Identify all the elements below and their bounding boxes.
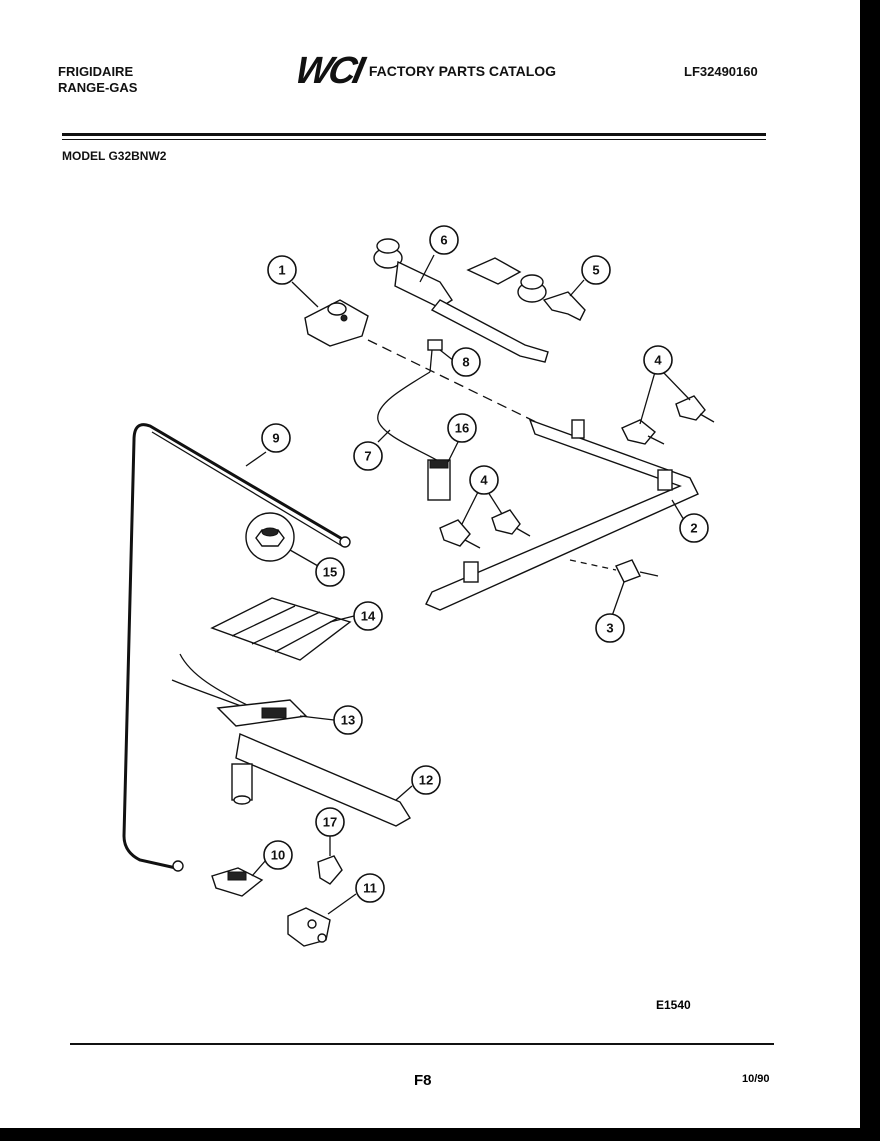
top-burner-right-part — [466, 257, 586, 321]
tube-fitting-bottom — [172, 860, 184, 872]
svg-text:15: 15 — [323, 565, 337, 580]
leader-line-4b — [662, 371, 691, 401]
leader-line-1 — [291, 281, 319, 308]
callout-1: 1 — [267, 255, 297, 285]
callout-4-lower: 4 — [469, 465, 499, 495]
igniter-part — [427, 339, 443, 373]
leader-line-5 — [569, 279, 585, 297]
catalog-number: LF32490160 — [684, 64, 758, 79]
product-type: RANGE-GAS — [58, 80, 138, 95]
burner-valve-upper-part — [621, 395, 715, 445]
leader-line-12 — [395, 785, 413, 801]
callout-15: 15 — [315, 557, 345, 587]
callout-2: 2 — [679, 513, 709, 543]
svg-text:4: 4 — [654, 353, 662, 368]
top-burner-left-part — [373, 238, 549, 363]
exploded-parts-diagram: 1 2 3 4 5 6 7 8 9 10 11 12 13 14 15 16 1… — [122, 225, 715, 947]
svg-text:9: 9 — [272, 431, 279, 446]
catalog-title: FACTORY PARTS CATALOG — [368, 63, 557, 79]
brand-block: FRIGIDAIRE RANGE-GAS — [58, 64, 137, 96]
callout-12: 12 — [411, 765, 441, 795]
svg-text:7: 7 — [364, 449, 371, 464]
igniter-wire-part — [377, 371, 441, 463]
callout-5: 5 — [581, 255, 611, 285]
catalog-header: WCI FACTORY PARTS CATALOG — [292, 50, 557, 92]
oven-burner-part — [231, 733, 411, 827]
tube-fitting-top — [339, 536, 351, 548]
svg-text:1: 1 — [278, 263, 285, 278]
svg-text:13: 13 — [341, 713, 355, 728]
leader-line-7 — [377, 429, 391, 443]
leader-line-4a — [639, 371, 656, 425]
callout-16: 16 — [447, 413, 477, 443]
parts-diagram-sheet: FRIGIDAIRE RANGE-GAS WCI FACTORY PARTS C… — [0, 0, 860, 1128]
svg-text:5: 5 — [592, 263, 599, 278]
oven-bracket-part — [211, 867, 264, 897]
gas-supply-tube-part — [122, 423, 345, 870]
pressure-regulator-part — [304, 299, 369, 347]
svg-text:6: 6 — [440, 233, 447, 248]
svg-text:2: 2 — [690, 521, 697, 536]
callout-13: 13 — [333, 705, 363, 735]
svg-text:4: 4 — [480, 473, 488, 488]
svg-text:12: 12 — [419, 773, 433, 788]
leader-line-4d — [487, 491, 503, 515]
model-number: MODEL G32BNW2 — [62, 149, 167, 163]
leader-line-2 — [671, 499, 685, 521]
revision-date: 10/90 — [742, 1073, 770, 1085]
brand-name: FRIGIDAIRE — [58, 64, 134, 79]
svg-text:10: 10 — [271, 848, 285, 863]
callout-14: 14 — [353, 601, 383, 631]
leader-line-4c — [461, 491, 479, 525]
callout-4-upper: 4 — [643, 345, 673, 375]
footer-rule — [70, 1043, 774, 1045]
callout-7: 7 — [353, 441, 383, 471]
callout-6: 6 — [429, 225, 459, 255]
callout-11: 11 — [355, 873, 385, 903]
heat-shield-part — [210, 597, 352, 661]
callout-8: 8 — [451, 347, 481, 377]
leader-line-10 — [251, 859, 267, 877]
page-number: F8 — [414, 1072, 432, 1089]
leader-line-14 — [329, 615, 355, 623]
svg-text:3: 3 — [606, 621, 613, 636]
spark-module-part — [427, 459, 451, 501]
callout-17: 17 — [315, 807, 345, 837]
leader-line-13 — [299, 715, 335, 721]
leader-line-3 — [611, 581, 625, 617]
svg-text:14: 14 — [361, 609, 376, 624]
burner-valve-lower-part — [439, 509, 531, 549]
mounting-bracket-part — [287, 907, 331, 947]
oven-igniter-part — [171, 653, 308, 727]
callout-9: 9 — [261, 423, 291, 453]
hex-nut-part — [245, 512, 295, 562]
svg-text:17: 17 — [323, 815, 337, 830]
callout-3: 3 — [595, 613, 625, 643]
leader-line-6 — [419, 254, 435, 283]
svg-text:11: 11 — [363, 881, 377, 896]
svg-text:8: 8 — [462, 355, 469, 370]
header-rule-thick — [62, 133, 766, 136]
diagram-code: E1540 — [656, 998, 691, 1012]
callout-10: 10 — [263, 840, 293, 870]
header-rule-thin — [62, 139, 766, 140]
leader-line-9 — [245, 451, 267, 467]
gas-supply-tube-edge — [151, 431, 343, 547]
valve-bracket-part — [569, 559, 659, 583]
leader-line-15 — [289, 549, 319, 567]
spring-clip-part — [317, 855, 343, 885]
manifold-pipe-part — [425, 418, 699, 611]
svg-text:16: 16 — [455, 421, 469, 436]
leader-line-11 — [327, 893, 357, 915]
